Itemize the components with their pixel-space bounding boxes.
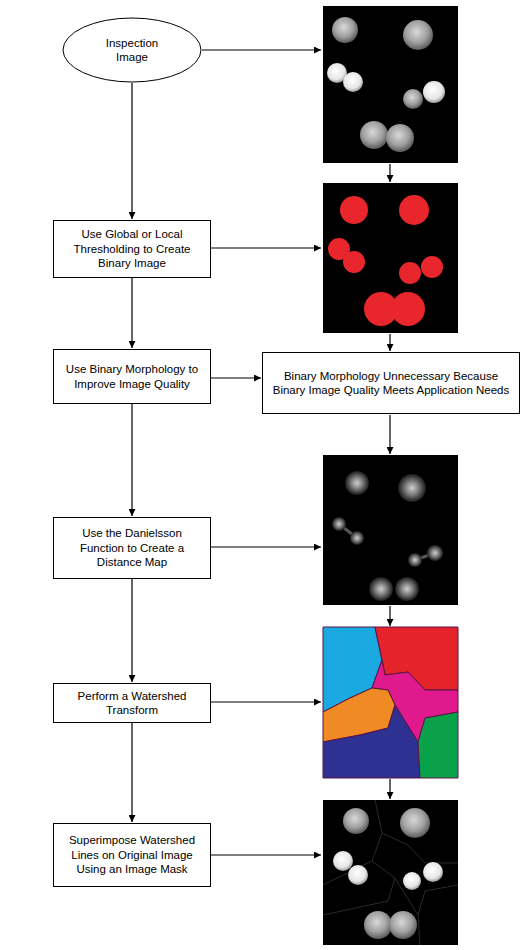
- note-box: Binary Morphology Unnecessary Because Bi…: [262, 352, 520, 414]
- binary-image: [323, 183, 458, 333]
- box-text: Inspection Image: [92, 36, 172, 65]
- distance-map-image: [323, 455, 458, 605]
- flow-arrow: [131, 278, 132, 348]
- box-text: Binary Morphology Unnecessary Because Bi…: [270, 369, 512, 398]
- result-image: [323, 800, 458, 945]
- box-text: Use the Danielsson Function to Create a …: [61, 526, 203, 569]
- box-text: Use Global or Local Thresholding to Crea…: [61, 227, 203, 270]
- process-box: Use Binary Morphology to Improve Image Q…: [53, 349, 211, 404]
- box-text: Use Binary Morphology to Improve Image Q…: [61, 362, 203, 391]
- process-box: Superimpose Watershed Lines on Original …: [53, 823, 211, 887]
- picture-arrows: [202, 50, 390, 855]
- watershed-image: [323, 627, 458, 778]
- start-oval: Inspection Image: [62, 17, 202, 83]
- flow-arrow: [131, 404, 132, 516]
- flow-arrow: [131, 83, 132, 219]
- flow-arrow: [131, 723, 132, 822]
- flow-arrow: [211, 377, 261, 378]
- box-text: Perform a Watershed Transform: [61, 689, 203, 718]
- flow-arrow: [131, 579, 132, 682]
- oval-outline: [62, 17, 202, 83]
- inspection-image: [323, 6, 458, 163]
- box-text: Superimpose Watershed Lines on Original …: [61, 833, 203, 876]
- process-box: Use the Danielsson Function to Create a …: [53, 517, 211, 579]
- process-box: Perform a Watershed Transform: [53, 683, 211, 723]
- process-box: Use Global or Local Thresholding to Crea…: [53, 220, 211, 278]
